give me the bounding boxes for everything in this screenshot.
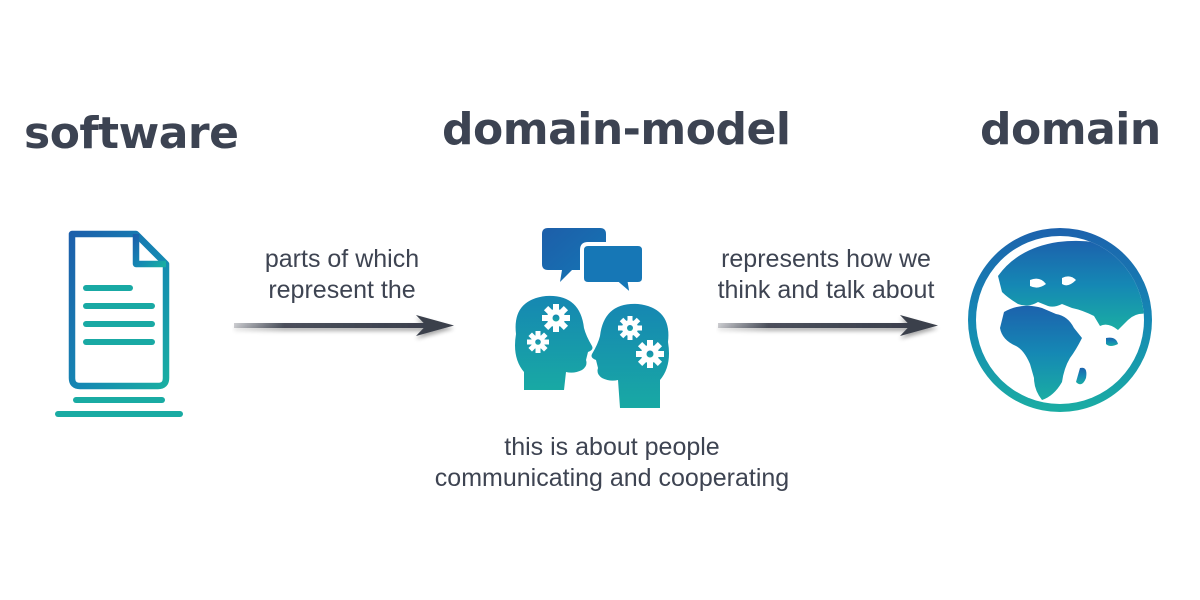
globe-icon xyxy=(968,228,1152,412)
domain-title: domain xyxy=(980,104,1161,155)
software-title: software xyxy=(24,108,239,159)
connector-label-right: represents how we think and talk about xyxy=(706,244,946,306)
connector-right-line1: represents how we xyxy=(721,245,931,273)
domain-model-caption: this is about people communicating and c… xyxy=(412,432,812,494)
connector-left-line1: parts of which xyxy=(264,245,420,273)
connector-label-left: parts of which represent the xyxy=(232,244,452,306)
connector-right-line2: think and talk about xyxy=(717,276,935,304)
people-thinking-icon xyxy=(515,228,669,408)
domain-model-title: domain-model xyxy=(442,104,791,155)
arrow-right-icon xyxy=(718,315,938,336)
connector-left-line2: represent the xyxy=(268,276,416,304)
caption-line2: communicating and cooperating xyxy=(434,464,790,492)
arrow-right-icon xyxy=(234,315,454,336)
caption-line1: this is about people xyxy=(504,433,720,461)
document-icon xyxy=(55,230,183,417)
